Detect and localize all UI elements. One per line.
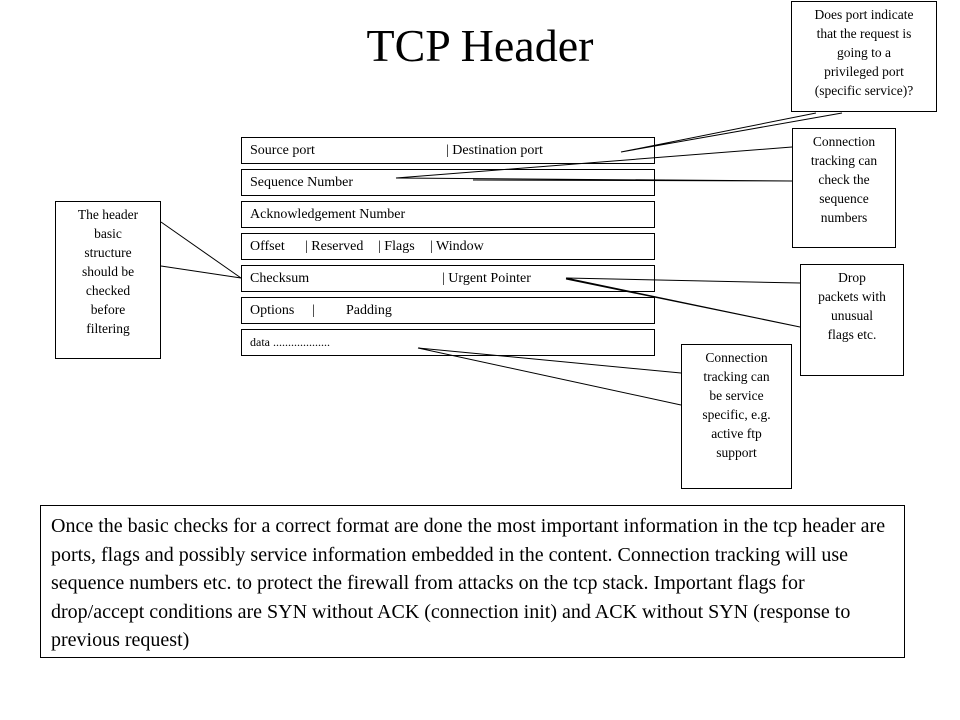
padding-field: Padding [346, 303, 392, 318]
header-row-options: Options | Padding [241, 297, 655, 324]
leader-line-sequence-tracking [395, 146, 793, 182]
sequence-number-field: Sequence Number [250, 175, 354, 190]
offset-field: Offset [250, 239, 285, 254]
callout-header-structure: The header basic structure should be che… [55, 201, 161, 359]
leader-line-service-tracking [417, 347, 682, 406]
reserved-field: | Reserved [305, 239, 364, 254]
leader-line-header-structure [160, 221, 242, 279]
data-field: data ................... [250, 335, 330, 349]
leader-line-privileged-port [620, 112, 843, 153]
callout-service-tracking: Connection tracking can be service speci… [681, 344, 792, 489]
source-port-field: Source port [250, 143, 315, 158]
leader-line-unusual-flags [565, 277, 801, 328]
window-field: | Window [430, 239, 484, 254]
options-separator: | [312, 303, 315, 318]
header-row-sequence: Sequence Number [241, 169, 655, 196]
summary-note: Once the basic checks for a correct form… [40, 505, 905, 658]
header-row-ports: Source port | Destination port [241, 137, 655, 164]
options-field: Options [250, 303, 295, 318]
callout-unusual-flags: Drop packets with unusual flags etc. [800, 264, 904, 376]
header-row-offset-flags: Offset | Reserved | Flags | Window [241, 233, 655, 260]
urgent-pointer-field: | Urgent Pointer [442, 271, 531, 286]
page-title: TCP Header [366, 20, 594, 71]
flags-field: | Flags [378, 239, 415, 254]
acknowledgement-number-field: Acknowledgement Number [250, 207, 406, 222]
callout-sequence-tracking: Connection tracking can check the sequen… [792, 128, 896, 248]
header-row-acknowledgement: Acknowledgement Number [241, 201, 655, 228]
destination-port-field: | Destination port [446, 143, 543, 158]
header-row-data: data ................... [241, 329, 655, 356]
callout-privileged-port: Does port indicate that the request is g… [791, 1, 937, 112]
header-row-checksum: Checksum | Urgent Pointer [241, 265, 655, 292]
checksum-field: Checksum [250, 271, 310, 286]
